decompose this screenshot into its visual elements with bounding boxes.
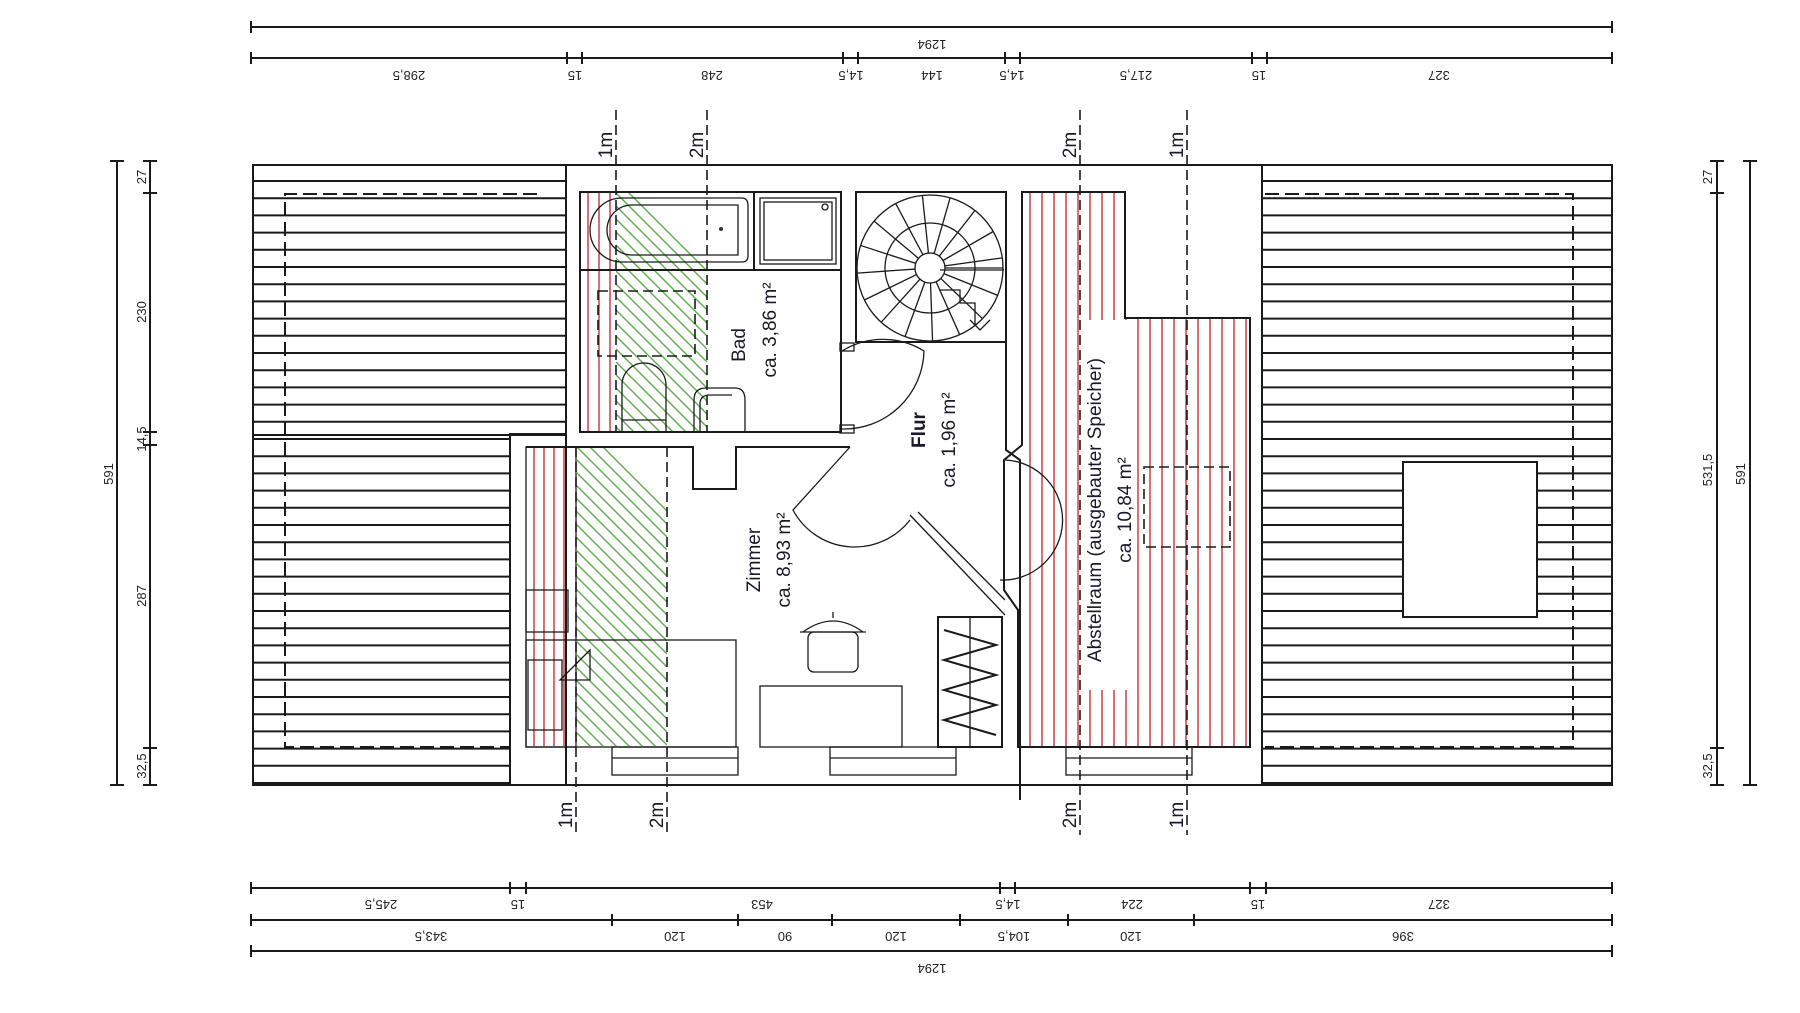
dim-bottom-row1: 453 <box>751 897 773 912</box>
dim-top-seg: 298,5 <box>393 68 426 83</box>
dim-top-seg: 327 <box>1428 68 1450 83</box>
room-area-bad: ca. 3,86 m² <box>760 282 781 377</box>
marker-top-2m: 2m <box>1060 132 1081 158</box>
dim-bottom-row1: 15 <box>1251 897 1265 912</box>
marker-bottom-2m: 2m <box>647 802 668 828</box>
dim-right-overall: 591 <box>1733 463 1748 485</box>
pot-icon <box>800 612 866 673</box>
room-abstellraum: Abstellraum (ausgebauter Speicher) ca. 1… <box>999 191 1251 748</box>
right-dimension-chain: 27 531,5 32,5 591 <box>1700 160 1757 786</box>
dim-bottom-row1: 15 <box>511 897 525 912</box>
bottom-dimension-chain: 245,5 15 453 14,5 224 15 327 343,5 120 9… <box>250 882 1613 976</box>
dim-left-seg: 287 <box>134 585 149 607</box>
dim-right-seg: 531,5 <box>1700 454 1715 487</box>
room-label-flur: Flur <box>909 411 930 447</box>
dim-bottom-row2: 120 <box>664 929 686 944</box>
roof-slope-left <box>252 164 567 786</box>
height-markers: 1m 2m 2m 1m 1m 2m 2m 1m <box>556 110 1188 835</box>
room-area-abstellraum: ca. 10,84 m² <box>1115 457 1136 563</box>
room-zimmer: Zimmer ca. 8,93 m² <box>525 446 1006 748</box>
room-area-flur: ca. 1,96 m² <box>939 392 960 487</box>
marker-bottom-2m: 2m <box>1060 802 1081 828</box>
room-area-zimmer: ca. 8,93 m² <box>774 512 795 607</box>
dim-top-overall: 1294 <box>918 37 947 52</box>
dim-bottom-row2: 120 <box>1120 929 1142 944</box>
top-dimension-chain: 1294 298,5 15 248 14,5 144 14,5 217,5 15… <box>250 21 1613 83</box>
dim-bottom-row2: 104,5 <box>998 929 1031 944</box>
dim-right-seg: 32,5 <box>1700 753 1715 778</box>
dim-bottom-row2: 396 <box>1392 929 1414 944</box>
dim-top-seg: 15 <box>1252 68 1266 83</box>
left-dimension-chain: 591 27 230 14,5 287 32,5 <box>101 160 157 786</box>
dim-top-seg: 14,5 <box>838 68 863 83</box>
wardrobe <box>937 616 1003 748</box>
marker-bottom-1m: 1m <box>1167 802 1188 828</box>
room-label-bad: Bad <box>729 328 750 362</box>
room-label-abstellraum: Abstellraum (ausgebauter Speicher) <box>1085 358 1106 662</box>
dim-bottom-row1: 245,5 <box>365 897 398 912</box>
dim-left-seg: 14,5 <box>134 426 149 451</box>
marker-top-1m: 1m <box>596 132 617 158</box>
room-label-zimmer: Zimmer <box>744 527 765 592</box>
building-outline <box>509 164 1263 786</box>
roof-slope-right <box>1261 164 1613 786</box>
room-flur: Flur ca. 1,96 m² <box>909 342 1021 800</box>
dim-bottom-row2: 120 <box>885 929 907 944</box>
marker-top-2m: 2m <box>687 132 708 158</box>
marker-bottom-1m: 1m <box>556 802 577 828</box>
dim-top-seg: 144 <box>921 68 943 83</box>
dim-bottom-row2: 90 <box>778 929 792 944</box>
dim-bottom-row1: 14,5 <box>995 897 1020 912</box>
dim-left-seg: 27 <box>134 170 149 184</box>
marker-top-1m: 1m <box>1167 132 1188 158</box>
roof-window <box>1402 461 1538 618</box>
dim-right-seg: 27 <box>1700 170 1715 184</box>
dim-bottom-row1: 224 <box>1121 897 1143 912</box>
dim-top-seg: 15 <box>568 68 582 83</box>
dim-bottom-row1: 327 <box>1428 897 1450 912</box>
spiral-staircase <box>855 191 1007 343</box>
dim-left-overall: 591 <box>101 463 116 485</box>
dim-left-seg: 32,5 <box>134 753 149 778</box>
dim-bottom-row2: 343,5 <box>415 929 448 944</box>
room-bad: Bad ca. 3,86 m² <box>579 191 925 434</box>
dim-top-seg: 14,5 <box>999 68 1024 83</box>
dim-top-seg: 248 <box>701 68 723 83</box>
dim-top-seg: 217,5 <box>1120 68 1153 83</box>
dim-left-seg: 230 <box>134 301 149 323</box>
dim-bottom-overall: 1294 <box>918 961 947 976</box>
windows-bottom <box>611 746 1193 776</box>
